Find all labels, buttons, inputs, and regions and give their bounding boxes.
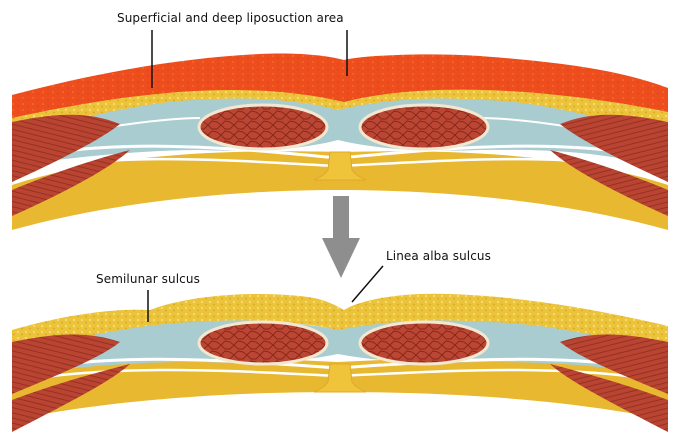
- down-arrow-icon: [322, 196, 360, 278]
- bottom-left-rectus-muscle: [199, 322, 327, 364]
- bottom-cross-section: [12, 294, 668, 432]
- liposuction-area-label: Superficial and deep liposuction area: [117, 11, 344, 25]
- top-left-rectus-muscle: [199, 105, 327, 149]
- linea-alba-sulcus-label: Linea alba sulcus: [386, 249, 491, 263]
- linea-alba-leader: [352, 266, 383, 302]
- semilunar-sulcus-label: Semilunar sulcus: [96, 272, 200, 286]
- bottom-right-rectus-muscle: [360, 322, 488, 364]
- top-right-rectus-muscle: [360, 105, 488, 149]
